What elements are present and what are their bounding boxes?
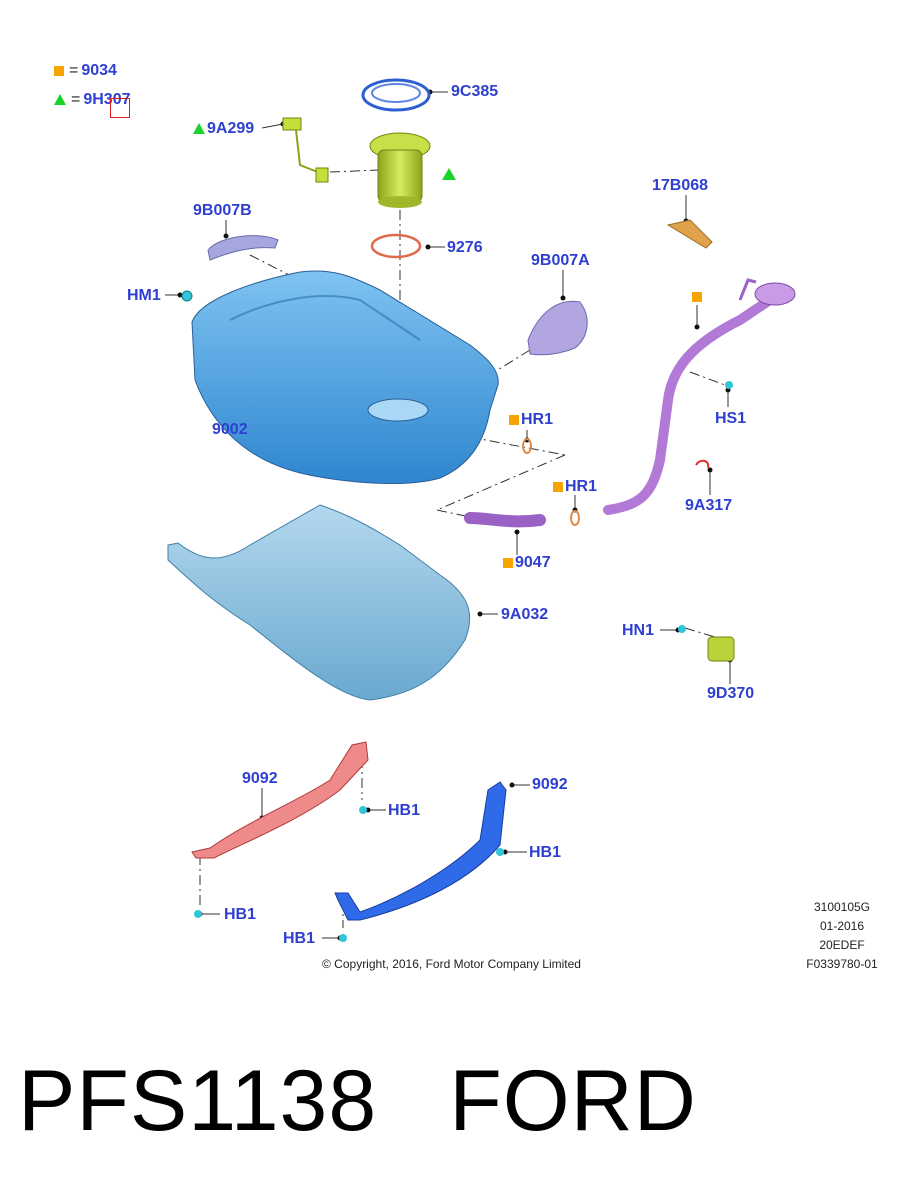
strap-blue-part xyxy=(334,781,507,921)
filler-part-17b068 xyxy=(666,219,713,249)
label-9a032: 9A032 xyxy=(501,606,549,623)
legend-code-9034: 9034 xyxy=(81,62,117,79)
hose-9a317-part xyxy=(695,459,710,469)
hn1-clip xyxy=(678,625,686,633)
product-caption: PFS1138 FORD xyxy=(18,1052,697,1151)
exploded-parts-diagram: =9034 =9H307 9C385 9A299 17B068 9B007B 9… xyxy=(54,62,892,974)
selection-box xyxy=(110,98,130,118)
label-hr1-a-row: HR1 xyxy=(509,411,553,429)
label-9b007a: 9B007A xyxy=(531,252,590,269)
label-9092-red: 9092 xyxy=(242,770,278,787)
copyright-text: © Copyright, 2016, Ford Motor Company Li… xyxy=(322,957,581,971)
square-marker-icon xyxy=(509,414,519,425)
square-marker-icon xyxy=(553,481,563,492)
reference-block: 3100105G 01-2016 20EDEF F0339780-01 xyxy=(792,898,892,974)
lock-ring-part xyxy=(361,78,431,112)
fuel-tank-part xyxy=(191,270,499,484)
hr1-clamp-a xyxy=(522,438,532,454)
label-hr1-b-row: HR1 xyxy=(553,478,597,496)
filler-pipe-part xyxy=(464,278,796,528)
reference-line-4: F0339780-01 xyxy=(806,957,878,971)
seal-ring-part xyxy=(370,233,422,259)
label-9047-row: 9047 xyxy=(503,554,551,572)
label-hb1-a: HB1 xyxy=(388,802,421,819)
label-9c385: 9C385 xyxy=(451,83,499,100)
hs1-clip xyxy=(725,381,733,389)
label-9a299: 9A299 xyxy=(207,120,255,137)
hr1-clamp-b xyxy=(570,510,580,526)
hb1-bolts xyxy=(194,806,504,942)
label-9002: 9002 xyxy=(212,421,248,438)
label-hr1-b: HR1 xyxy=(565,478,598,495)
label-hb1-c: HB1 xyxy=(224,906,257,923)
heat-shield-a-part xyxy=(527,300,588,356)
heat-shield-b-part xyxy=(207,235,279,261)
label-hb1-d: HB1 xyxy=(283,930,316,947)
fuel-sender-part xyxy=(282,117,329,183)
square-marker-icon xyxy=(503,557,513,568)
legend-code-9h307: 9H307 xyxy=(83,91,131,108)
label-hs1: HS1 xyxy=(715,410,747,427)
filler-square-marker xyxy=(692,292,702,302)
label-hm1: HM1 xyxy=(127,287,161,304)
square-marker-icon xyxy=(54,65,64,76)
triangle-marker-icon xyxy=(193,123,205,135)
reference-line-1: 3100105G xyxy=(813,900,871,914)
label-hr1-a: HR1 xyxy=(521,411,554,428)
legend-triangle: =9H307 xyxy=(54,91,131,109)
legend-square: =9034 xyxy=(54,62,117,80)
label-hb1-b: HB1 xyxy=(529,844,562,861)
label-9276: 9276 xyxy=(447,239,483,256)
tank-shield-part xyxy=(167,504,471,701)
part-number: PFS1138 xyxy=(18,1053,378,1149)
label-9d370: 9D370 xyxy=(707,685,755,702)
label-9a317: 9A317 xyxy=(685,497,733,514)
label-9047: 9047 xyxy=(515,554,551,571)
strap-red-part xyxy=(191,741,369,859)
hm1-clip xyxy=(181,290,193,302)
fuel-pump-part xyxy=(369,132,431,208)
valve-9d370-part xyxy=(707,636,735,662)
label-17b068: 17B068 xyxy=(652,177,709,194)
label-9b007b: 9B007B xyxy=(193,202,252,219)
label-9a299-row: 9A299 xyxy=(193,120,254,138)
leader-dots xyxy=(177,89,733,941)
diagram-canvas xyxy=(165,78,796,942)
pump-triangle-marker xyxy=(442,168,456,180)
reference-line-2: 01-2016 xyxy=(819,919,865,933)
reference-line-3: 20EDEF xyxy=(819,938,865,952)
brand-name: FORD xyxy=(449,1053,697,1149)
label-9092-blue: 9092 xyxy=(532,776,568,793)
triangle-marker-icon xyxy=(54,94,66,106)
label-hn1: HN1 xyxy=(622,622,655,639)
leader-lines xyxy=(165,91,731,939)
